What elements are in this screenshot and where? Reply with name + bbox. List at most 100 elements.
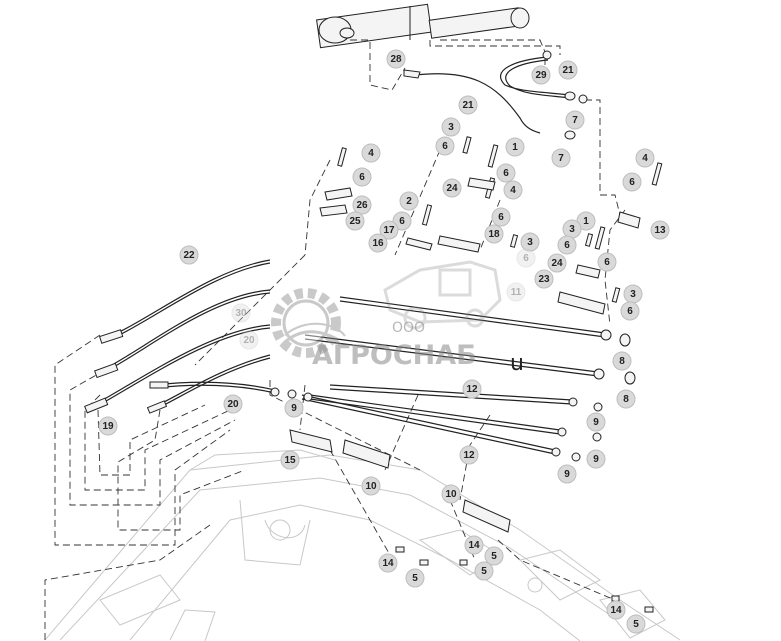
callout-6: 6 <box>392 211 412 231</box>
callout-number: 6 <box>442 141 448 152</box>
callout-5: 5 <box>484 546 504 566</box>
callout-20: 20 <box>239 330 259 350</box>
callout-23: 23 <box>534 269 554 289</box>
callout-number: 1 <box>583 216 589 227</box>
callout-number: 8 <box>623 394 629 405</box>
callout-circle <box>392 211 412 231</box>
callout-number: 14 <box>610 605 622 616</box>
callout-6: 6 <box>516 248 536 268</box>
callout-24: 24 <box>547 253 567 273</box>
callout-circle <box>622 172 642 192</box>
callout-circle <box>239 330 259 350</box>
callout-number: 1 <box>512 142 518 153</box>
watermark-brand: АГРОСНАБ <box>312 340 477 371</box>
callout-number: 3 <box>527 237 533 248</box>
callout-number: 8 <box>619 356 625 367</box>
callout-9: 9 <box>284 398 304 418</box>
callout-number: 16 <box>372 238 384 249</box>
callout-number: 9 <box>291 403 297 414</box>
watermark: ООО АГРОСНАБ u <box>271 260 524 376</box>
callout-number: 22 <box>183 250 195 261</box>
callout-circle <box>597 252 617 272</box>
callout-6: 6 <box>352 167 372 187</box>
callout-number: 5 <box>412 573 418 584</box>
callout-circle <box>616 389 636 409</box>
callout-number: 7 <box>558 153 564 164</box>
callout-circle <box>516 248 536 268</box>
callout-number: 24 <box>551 258 563 269</box>
watermark-suffix: u <box>510 351 524 376</box>
callout-number: 3 <box>448 122 454 133</box>
callout-number: 3 <box>630 289 636 300</box>
callout-circle <box>231 303 251 323</box>
callout-21: 21 <box>458 95 478 115</box>
callout-5: 5 <box>474 561 494 581</box>
callout-circle <box>506 282 526 302</box>
callout-number: 4 <box>642 153 648 164</box>
callout-circle <box>435 136 455 156</box>
callout-circle <box>474 561 494 581</box>
callout-1: 1 <box>505 137 525 157</box>
callout-4: 4 <box>361 143 381 163</box>
callout-circle <box>441 117 461 137</box>
callout-number: 9 <box>593 417 599 428</box>
callout-circle <box>565 110 585 130</box>
callout-circle <box>352 167 372 187</box>
callout-10: 10 <box>361 476 381 496</box>
callout-26: 26 <box>352 195 372 215</box>
callout-circle <box>586 449 606 469</box>
callout-9: 9 <box>557 464 577 484</box>
callout-circle <box>379 220 399 240</box>
callout-5: 5 <box>626 614 646 634</box>
callout-number: 11 <box>511 287 522 298</box>
callout-circle <box>361 143 381 163</box>
callout-4: 4 <box>635 148 655 168</box>
callout-number: 6 <box>564 240 570 251</box>
callout-19: 19 <box>98 416 118 436</box>
callout-number: 6 <box>359 172 365 183</box>
callout-number: 6 <box>498 212 504 223</box>
harvester-logo-icon <box>383 260 502 330</box>
callout-17: 17 <box>379 220 399 240</box>
callout-number: 20 <box>243 335 255 346</box>
callout-number: 24 <box>446 183 458 194</box>
callout-7: 7 <box>551 148 571 168</box>
callout-14: 14 <box>378 553 398 573</box>
callout-number: 23 <box>538 274 550 285</box>
callout-6: 6 <box>620 301 640 321</box>
callout-3: 3 <box>623 284 643 304</box>
callout-number: 10 <box>365 481 377 492</box>
callout-6: 6 <box>557 235 577 255</box>
callout-number: 14 <box>382 558 394 569</box>
callout-circle <box>557 235 577 255</box>
callout-circle <box>345 211 365 231</box>
callout-2: 2 <box>399 191 419 211</box>
callout-number: 14 <box>468 540 480 551</box>
callout-14: 14 <box>464 535 484 555</box>
callout-circle <box>459 445 479 465</box>
callout-circle <box>442 178 462 198</box>
callout-circle <box>284 398 304 418</box>
callout-circle <box>98 416 118 436</box>
gear-logo-icon <box>271 288 346 358</box>
callout-number: 6 <box>523 253 529 264</box>
tractor-frame-outline <box>44 449 681 641</box>
callout-6: 6 <box>597 252 617 272</box>
callout-circle <box>606 600 626 620</box>
callout-circle <box>464 535 484 555</box>
callout-20: 20 <box>223 394 243 414</box>
callout-circle <box>534 269 554 289</box>
callout-number: 25 <box>349 216 361 227</box>
callout-circle <box>558 60 578 80</box>
callout-6: 6 <box>622 172 642 192</box>
callout-number: 12 <box>466 384 478 395</box>
callout-circle <box>378 553 398 573</box>
callout-circle <box>462 379 482 399</box>
callout-number: 18 <box>488 229 500 240</box>
callout-number: 29 <box>535 70 547 81</box>
callout-circle <box>557 464 577 484</box>
callout-circle <box>503 180 523 200</box>
callout-number: 17 <box>383 225 395 236</box>
